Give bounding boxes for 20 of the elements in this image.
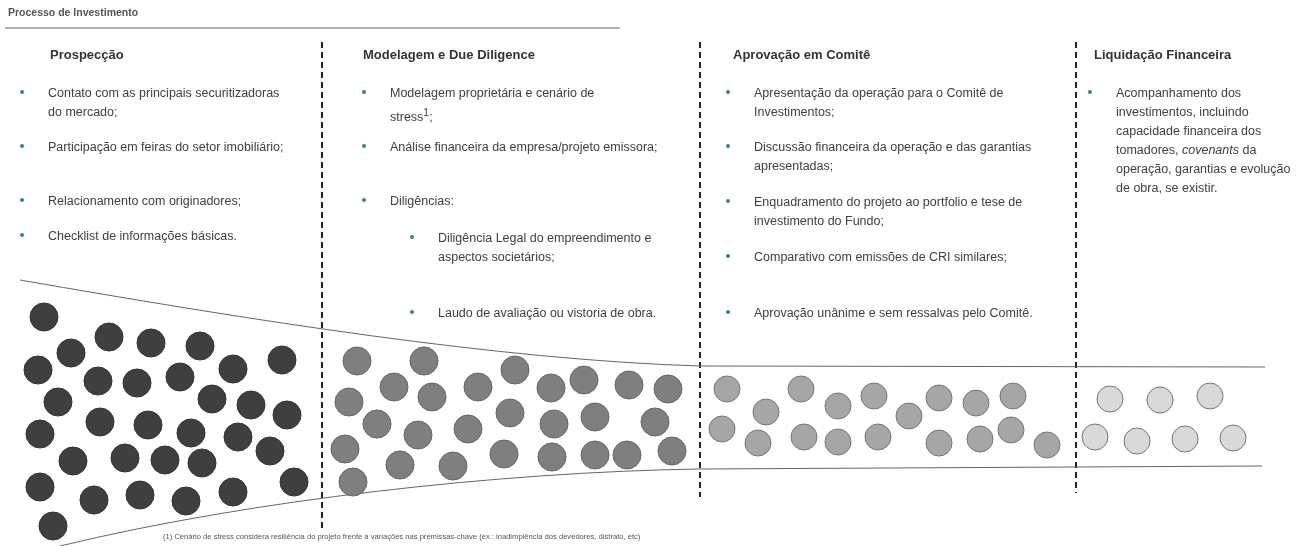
bullet-text: Discussão financeira da operação e das garantias apresentadas; [754, 139, 1033, 175]
bullet-text: Relacionamento com originadores; [48, 193, 243, 210]
column-heading: Liquidação Financeira [1094, 46, 1232, 64]
column-heading: Modelagem e Due Diligence [363, 46, 535, 64]
bullet-text: Comparativo com emissões de CRI similares; [754, 249, 1008, 266]
bullet-text: Participação em feiras do setor imobiliário; [48, 139, 285, 156]
bullet-text: Checklist de informações básicas. [48, 228, 238, 245]
bullet-text: Análise financeira da empresa/projeto emissora; [390, 139, 659, 156]
bullet-text: Modelagem proprietária e cenário de stress$^{1}$; [390, 85, 596, 127]
bullet-text: Contato com as principais securitizadoras do mercado; [48, 85, 281, 121]
bullet-text: Apresentação da operação para o Comitê de Investimentos; [754, 85, 1005, 121]
bullet-text: Aprovação unânime e sem ressalvas pelo Comitê. [754, 305, 1034, 322]
bullet-text: Acompanhamento dos investimentos, incluindo capacidade financeira dos tomadores, covenants da operação, garantias e evolução de obra, se existir. [1116, 85, 1292, 197]
diagram-title: Processo de Investimento [8, 6, 139, 18]
bullet-text: Laudo de avaliação ou vistoria de obra. [438, 305, 658, 322]
bullet-text: Diligência Legal do empreendimento e aspectos societários; [438, 230, 653, 266]
column-heading: Prospecção [50, 46, 124, 64]
bullet-text: Enquadramento do projeto ao portfolio e tese de investimento do Fundo; [754, 194, 1024, 230]
column-heading: Aprovação em Comitê [733, 46, 871, 64]
bullet-text: Diligências: [390, 193, 455, 210]
